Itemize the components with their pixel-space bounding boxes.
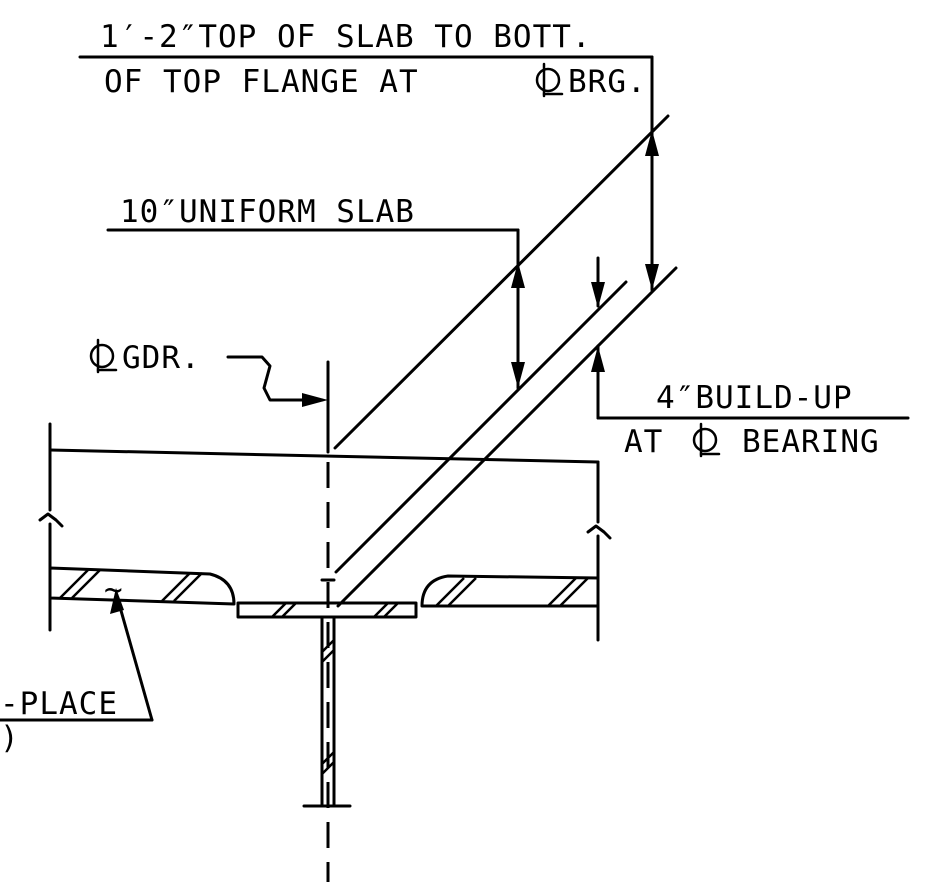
note-top-slab-line2: OF TOP FLANGE AT [104,64,419,100]
note-cip-line2: ) [0,720,20,756]
note-top-slab-line2-end: BRG. [568,64,647,100]
left-panel-hatch-2 [71,569,101,599]
left-panel-hatch-4 [173,572,203,602]
right-panel-hatch-4 [559,577,589,607]
arrowhead-buildup-down [591,282,605,308]
arrowhead-uniform-slab-up [511,262,525,288]
centerline-symbol-icon [535,62,564,98]
slab-right-break-symbol [586,524,612,540]
leader-gdr [226,355,324,402]
left-panel-hatch-3 [161,572,191,602]
flange-hatch-3 [373,602,389,618]
slab-top-line [48,448,600,464]
centerline-symbol-icon-2 [692,422,721,458]
flange-hatch-4 [383,602,399,618]
web-hatch-1 [321,639,335,653]
note-buildup-line2-end: BEARING [742,424,880,460]
right-panel-hatch-2 [447,577,477,607]
slab-top-slanted-line [333,114,670,450]
centerline-symbol-icon-3 [89,338,118,374]
web-hatch-2 [321,649,335,663]
right-panel-outline [420,574,600,608]
flange-hatch-2 [281,602,297,618]
note-gdr-label: GDR. [122,340,201,376]
note-uniform-slab: 10″UNIFORM SLAB [120,194,415,230]
slab-middle-slanted-line [334,280,628,574]
left-panel-outline [48,566,236,606]
right-panel-hatch-3 [547,577,577,607]
left-panel-hatch-1 [59,569,89,599]
right-panel-hatch-1 [435,577,465,607]
flange-hatch-1 [271,602,287,618]
slab-bottom-slanted-line [336,266,678,608]
note-cip-line1: -PLACE [0,686,118,722]
note-buildup-line2: AT [624,424,663,460]
arrowhead-gdr [302,393,328,407]
slab-left-break-symbol [38,512,64,528]
arrowhead-buildup-up [591,346,605,372]
note-buildup-line1: 4″BUILD-UP [656,380,853,416]
leader-cip [116,598,154,722]
note-top-slab-line1: 1′-2″TOP OF SLAB TO BOTT. [100,19,592,55]
web-hatch-3 [321,751,335,765]
web-hatch-4 [321,761,335,775]
arrowhead-top-slab-down [645,264,659,290]
arrowhead-uniform-slab-down [511,362,525,388]
arrowhead-top-slab-up [645,130,659,156]
top-flange-plate [236,601,418,619]
